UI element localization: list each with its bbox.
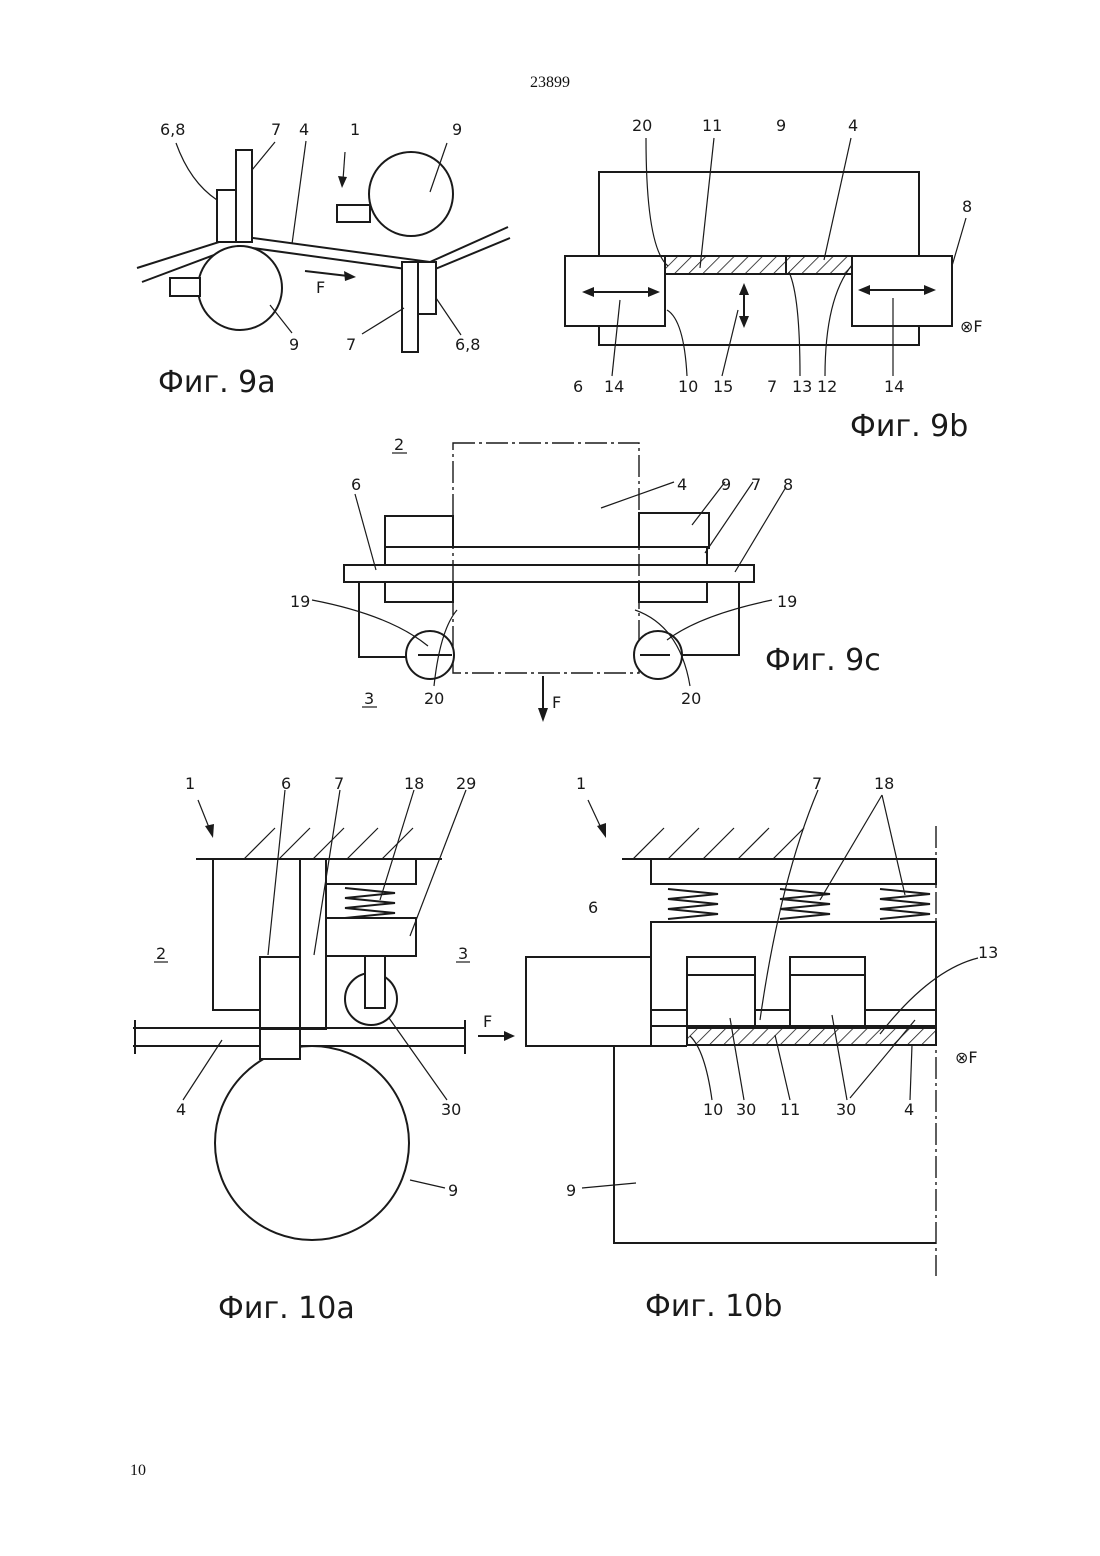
fig10a-label-4: 4 (176, 1100, 186, 1119)
fig9a-label-4: 4 (299, 120, 309, 139)
fig9b-label-8: 8 (962, 197, 972, 216)
lower-roller-9 (198, 246, 282, 330)
fig9a-label-68-bottom: 6,8 (455, 335, 480, 354)
holder-right (639, 582, 707, 602)
fig10a-caption: Фиг. 10a (218, 1291, 355, 1326)
fig10a-label-18: 18 (404, 774, 424, 793)
figure-9c: 2 6 4 9 7 8 19 19 Фиг. 9c 3 20 F 20 (290, 435, 881, 722)
fig9c-label-19b: 19 (777, 592, 797, 611)
fig9c-caption: Фиг. 9c (765, 643, 881, 678)
spring-18 (345, 888, 395, 918)
block-68-bottom (418, 262, 436, 314)
direction-arrow-F (305, 271, 348, 276)
blade-7-bottom (402, 262, 418, 352)
fig10a-label-7: 7 (334, 774, 344, 793)
fig10b-label-F: ⊗F (955, 1048, 978, 1067)
fig9c-label-7: 7 (751, 475, 761, 494)
upper-roller-9 (369, 152, 453, 236)
web-4-hatched (687, 1028, 936, 1045)
fig10b-label-6: 6 (588, 898, 598, 917)
spring-plate-29 (326, 918, 416, 956)
lower-roller-shaft (170, 278, 200, 296)
fig10b-label-13: 13 (978, 943, 998, 962)
fig10b-label-30a: 30 (736, 1100, 756, 1119)
figure-9a: 6,8 7 4 1 9 F 9 7 6,8 Фиг. 9a (137, 120, 510, 400)
roller-30-b (790, 957, 865, 1026)
roller-9-left (385, 516, 453, 548)
holder-left (385, 582, 453, 602)
fig9b-label-13: 13 (792, 377, 812, 396)
fig9b-label-9: 9 (776, 116, 786, 135)
fig10b-label-10: 10 (703, 1100, 723, 1119)
fig10a-label-F: F (483, 1012, 492, 1031)
fig9a-label-9-top: 9 (452, 120, 462, 139)
fig10a-label-3: 3 (458, 944, 468, 963)
blade-7-top (236, 150, 252, 242)
fig9c-label-6: 6 (351, 475, 361, 494)
fig9c-label-F: F (552, 693, 561, 712)
fig9c-label-2: 2 (394, 435, 404, 454)
fig9b-label-11: 11 (702, 116, 722, 135)
fig9a-label-F: F (316, 278, 325, 297)
web-strip-lower-edge (142, 238, 510, 282)
fig9c-label-20a: 20 (424, 689, 444, 708)
fig10b-label-11: 11 (780, 1100, 800, 1119)
spring-18-b (780, 889, 830, 919)
fig9b-label-10: 10 (678, 377, 698, 396)
fig10b-label-1: 1 (576, 774, 586, 793)
fig10b-label-4: 4 (904, 1100, 914, 1119)
fig9c-label-20b: 20 (681, 689, 701, 708)
fig10a-label-1: 1 (185, 774, 195, 793)
fig9a-label-7-bottom: 7 (346, 335, 356, 354)
block-68-top (217, 190, 236, 242)
figure-10a: 1 6 7 18 29 2 3 F 4 30 9 Фиг. 10a (133, 774, 515, 1326)
fig9a-label-9-bottom: 9 (289, 335, 299, 354)
blade-7 (300, 859, 326, 1029)
figure-10b: 1 7 18 6 13 ⊗F 10 30 11 30 4 9 Фиг. 10b (526, 774, 998, 1324)
fig10b-label-7: 7 (812, 774, 822, 793)
fig10b-label-18: 18 (874, 774, 894, 793)
blocks-6-8 (344, 565, 754, 582)
fig9a-caption: Фиг. 9a (158, 365, 276, 400)
fig9b-label-4: 4 (848, 116, 858, 135)
roller-9 (614, 1046, 936, 1243)
roller-9-right (639, 513, 709, 548)
fig9b-label-14b: 14 (884, 377, 904, 396)
fig9c-label-8: 8 (783, 475, 793, 494)
spring-18-a (668, 889, 718, 919)
fig9b-label-20: 20 (632, 116, 652, 135)
roller-30-a (687, 957, 755, 1026)
fig9a-label-1: 1 (350, 120, 360, 139)
fig9b-label-7: 7 (767, 377, 777, 396)
block-6 (526, 957, 651, 1046)
fig9c-label-4: 4 (677, 475, 687, 494)
spring-plate-top (651, 859, 936, 884)
fig9b-label-12: 12 (817, 377, 837, 396)
fig10a-label-2: 2 (156, 944, 166, 963)
fig9c-label-3: 3 (364, 689, 374, 708)
roller-9 (215, 1046, 409, 1240)
upper-roller-shaft (337, 205, 370, 222)
page-number: 10 (130, 1462, 146, 1480)
fig10a-label-9: 9 (448, 1181, 458, 1200)
spring-plate-top (326, 859, 416, 884)
fig9c-label-19a: 19 (290, 592, 310, 611)
fig9b-label-6: 6 (573, 377, 583, 396)
fig10a-label-30: 30 (441, 1100, 461, 1119)
fig9a-label-68-top: 6,8 (160, 120, 185, 139)
fig10a-label-29: 29 (456, 774, 476, 793)
fig9b-label-14a: 14 (604, 377, 624, 396)
fig9b-label-15: 15 (713, 377, 733, 396)
fig9a-label-7-top: 7 (271, 120, 281, 139)
fig10b-label-9: 9 (566, 1181, 576, 1200)
fig9b-label-F: ⊗F (960, 317, 983, 336)
fig9b-caption: Фиг. 9b (850, 409, 968, 444)
fig9c-label-9: 9 (721, 475, 731, 494)
fig10a-label-6: 6 (281, 774, 291, 793)
fig10b-label-30b: 30 (836, 1100, 856, 1119)
roller-30-stem (365, 956, 385, 1008)
fig10b-caption: Фиг. 10b (645, 1289, 782, 1324)
figure-9b: 20 11 9 4 8 ⊗F 6 14 10 15 7 13 12 14 Фиг… (565, 116, 983, 444)
